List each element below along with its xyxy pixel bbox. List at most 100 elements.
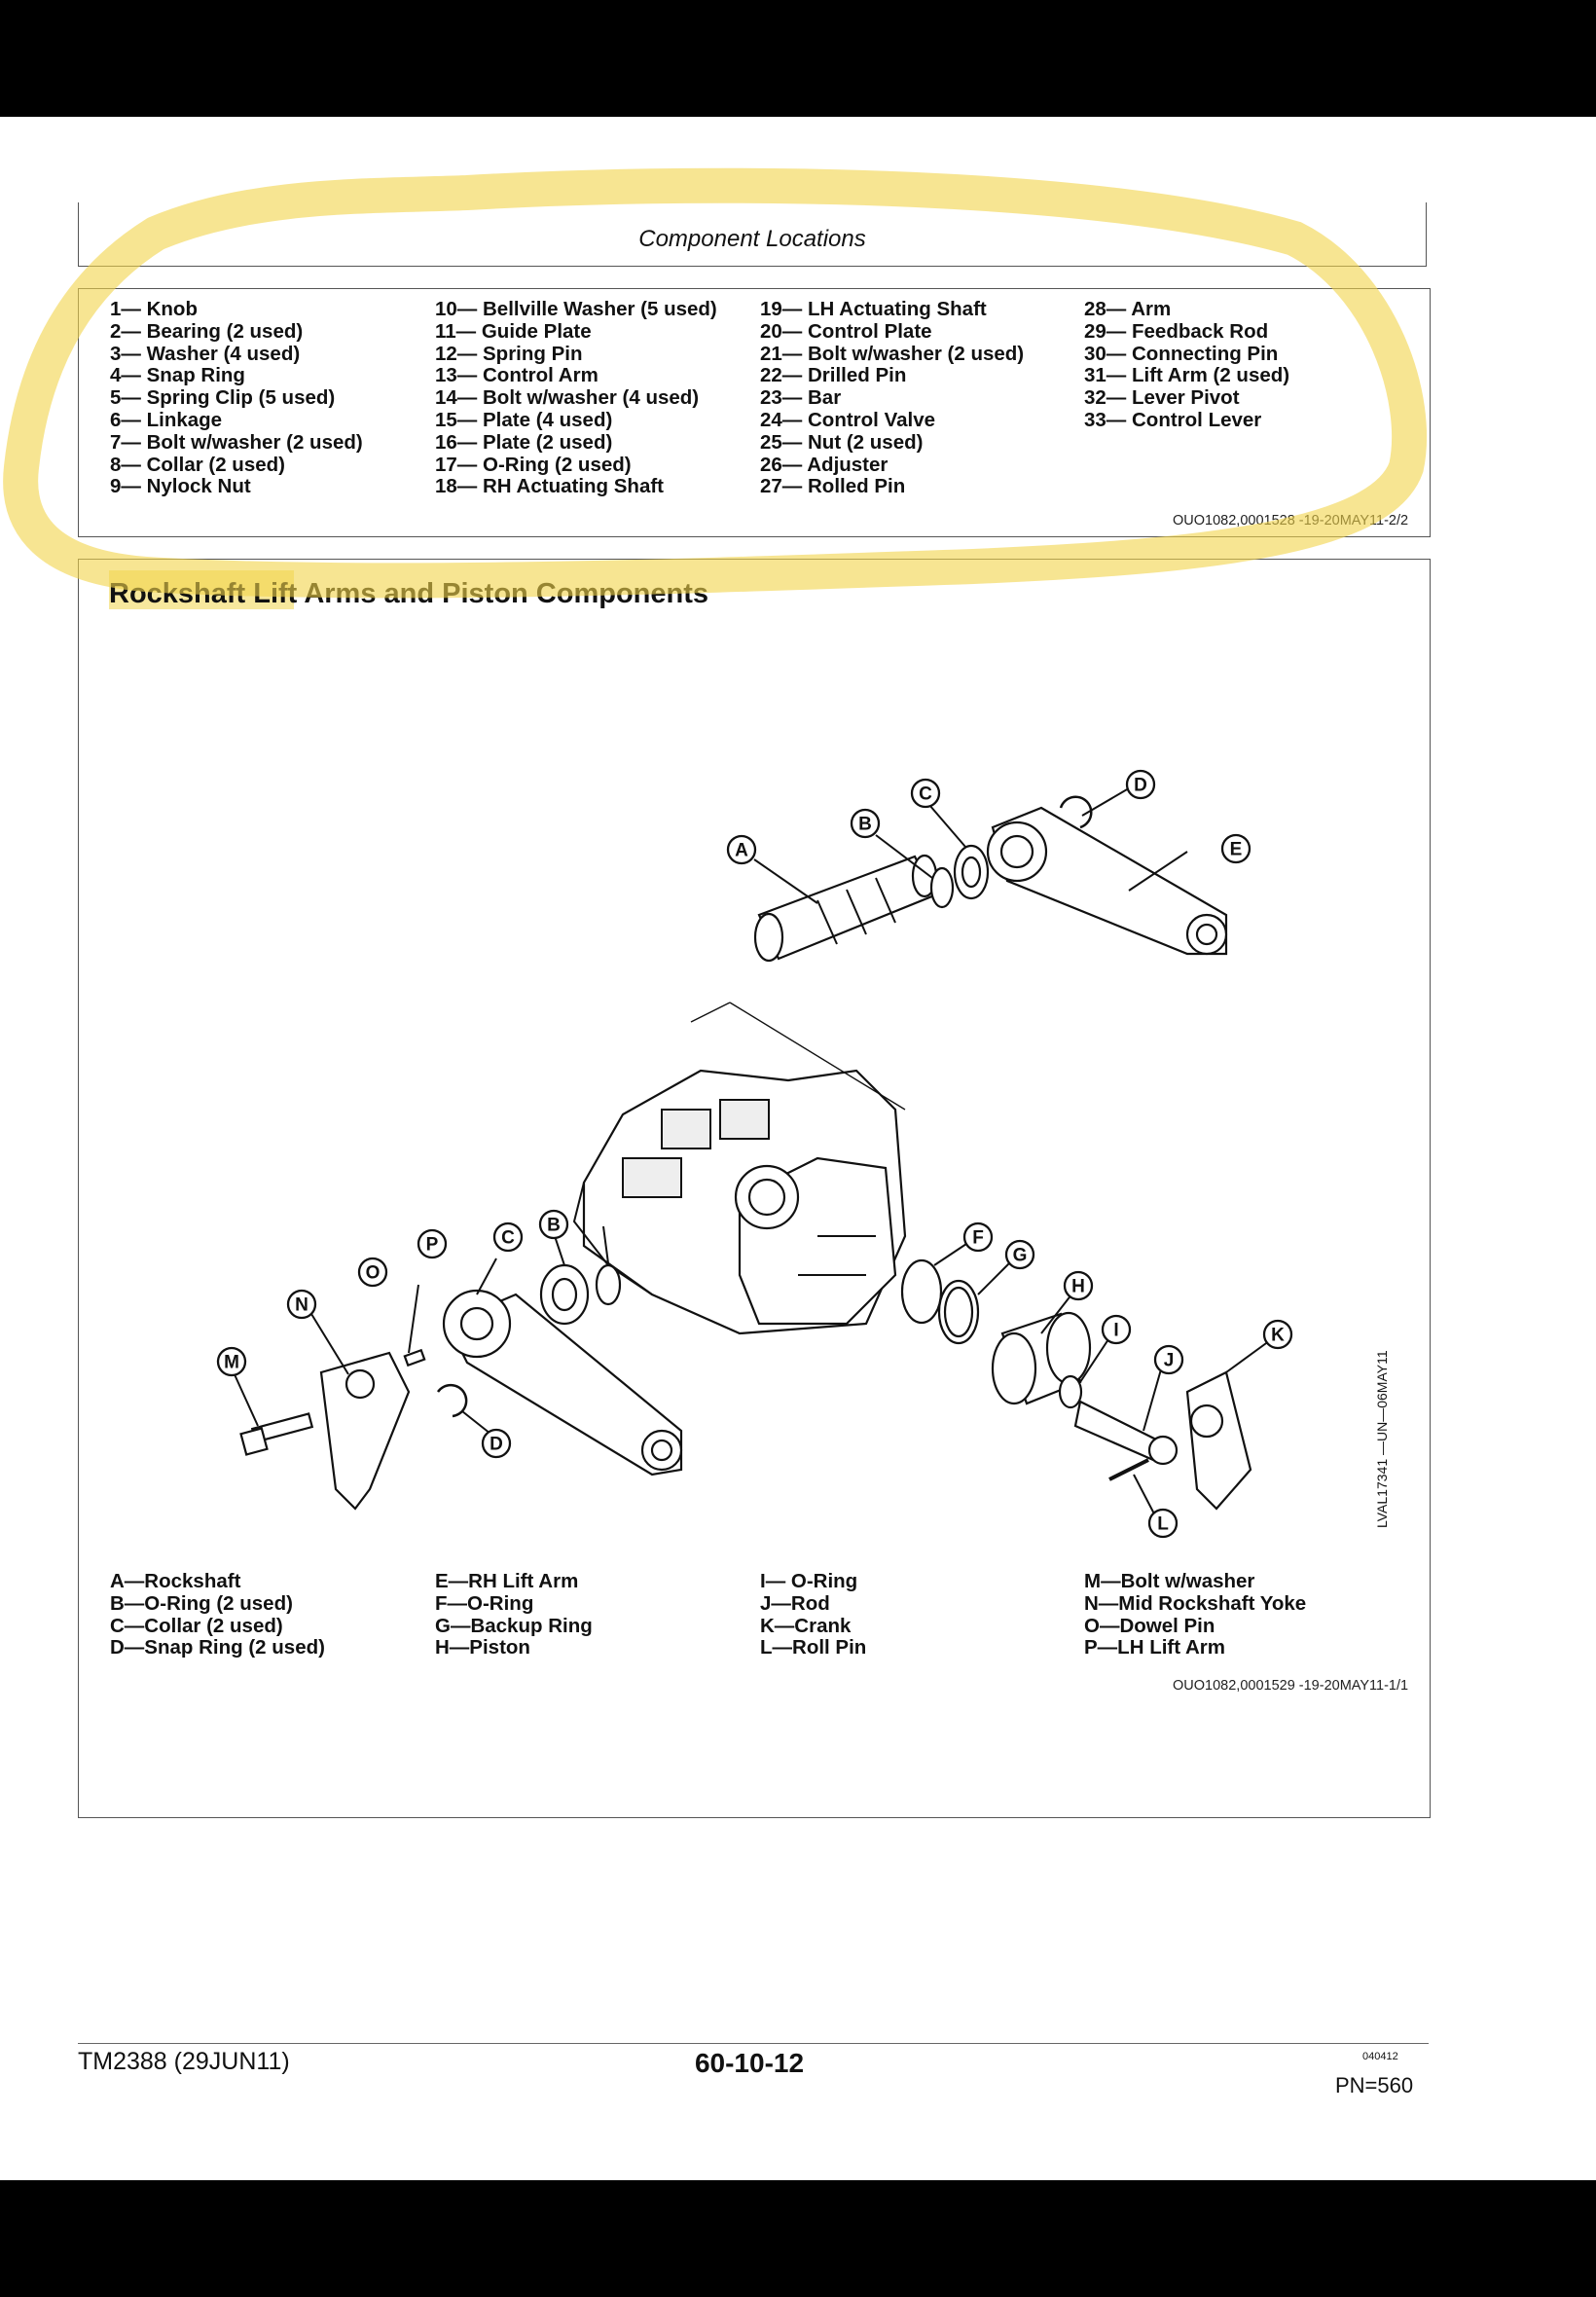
component-legend-column-4: 28— Arm 29— Feedback Rod 30— Connecting … [1084,298,1290,432]
callout-i: I [1101,1314,1132,1345]
legend-item: 12— Spring Pin [435,342,583,365]
rh-lift-arm-part [986,806,1228,956]
rockshaft-legend-column-3: I— O-Ring J—Rod K—Crank L—Roll Pin [760,1570,867,1659]
legend-item: N—Mid Rockshaft Yoke [1084,1591,1307,1615]
snap-ring-part [1059,795,1093,829]
svg-text:H: H [1071,1277,1085,1297]
callout-d: D [481,1428,512,1459]
legend-item: 14— Bolt w/washer (4 used) [435,386,700,410]
figure-identifier: LVAL17341 —UN—06MAY11 [1374,1350,1390,1528]
backup-ring-part-inner [943,1286,974,1338]
legend-item: 2— Bearing (2 used) [110,319,304,343]
collar-part-bore [551,1277,578,1312]
svg-text:L: L [1157,1514,1169,1535]
legend-item: 4— Snap Ring [110,364,245,387]
svg-text:J: J [1164,1351,1175,1371]
legend-item: F—O-Ring [435,1591,534,1615]
legend-item: 13— Control Arm [435,364,598,387]
legend-item: 30— Connecting Pin [1084,342,1279,365]
legend-item: 21— Bolt w/washer (2 used) [760,342,1025,365]
svg-text:C: C [501,1228,515,1249]
svg-text:G: G [1013,1246,1028,1266]
assembly-axis-line [729,1002,906,1111]
legend-item: A—Rockshaft [110,1570,241,1592]
callout-g: G [1004,1239,1035,1270]
component-locations-title: Component Locations [638,226,866,252]
roll-pin-part [1108,1458,1149,1481]
component-locations-reference: OUO1082,0001528 -19-20MAY11-2/2 [1173,513,1409,529]
crank-part [1185,1370,1252,1511]
bolt-part [239,1412,314,1456]
legend-item: J—Rod [760,1591,830,1615]
legend-item: 26— Adjuster [760,453,889,476]
rockshaft-legend-column-4: M—Bolt w/washer N—Mid Rockshaft Yoke O—D… [1084,1570,1307,1659]
legend-item: 29— Feedback Rod [1084,319,1269,343]
legend-item: 19— LH Actuating Shaft [760,298,987,320]
legend-item: B—O-Ring (2 used) [110,1591,293,1615]
hydraulic-housing [572,1069,907,1335]
legend-item: 16— Plate (2 used) [435,430,613,454]
o-ring-part [929,866,955,909]
callout-f: F [962,1221,994,1253]
legend-item: H—Piston [435,1636,530,1659]
legend-item: G—Backup Ring [435,1614,593,1637]
legend-item: C—Collar (2 used) [110,1614,283,1637]
legend-item: P—LH Lift Arm [1084,1636,1226,1659]
callout-n: N [286,1289,317,1320]
document-page: Component Locations 1— Knob 2— Bearing (… [0,117,1596,2180]
dowel-pin-part [403,1348,426,1367]
legend-item: I— O-Ring [760,1570,858,1592]
legend-item: 1— Knob [110,298,198,320]
legend-item: 11— Guide Plate [435,319,592,343]
legend-item: 15— Plate (4 used) [435,408,613,431]
legend-item: 18— RH Actuating Shaft [435,475,665,498]
legend-item: 6— Linkage [110,408,223,431]
callout-l: L [1147,1508,1179,1539]
legend-item: 31— Lift Arm (2 used) [1084,364,1290,387]
callout-b: B [850,808,881,839]
legend-item: 17— O-Ring (2 used) [435,453,632,476]
rockshaft-reference: OUO1082,0001529 -19-20MAY11-1/1 [1173,1678,1409,1694]
svg-text:O: O [366,1263,381,1284]
svg-text:B: B [858,815,872,835]
svg-text:C: C [919,784,932,805]
svg-text:M: M [224,1353,239,1373]
rockshaft-legend-column-1: A—Rockshaft B—O-Ring (2 used) C—Collar (… [110,1570,325,1659]
callout-c: C [910,778,941,809]
o-ring-part [595,1263,622,1306]
legend-item: K—Crank [760,1614,852,1637]
legend-item: 33— Control Lever [1084,408,1262,431]
callout-d: D [1125,769,1156,800]
leader-lines [233,784,1274,1522]
legend-item: L—Roll Pin [760,1636,867,1659]
callout-a: A [726,834,757,865]
component-legend-column-3: 19— LH Actuating Shaft 20— Control Plate… [760,298,1025,498]
rockshaft-exploded-diagram: A B C D E B C D F G H I J K L M N O P [216,769,1293,1539]
legend-item: 5— Spring Clip (5 used) [110,386,336,410]
page-number: PN=560 [1335,2073,1414,2097]
legend-item: 7— Bolt w/washer (2 used) [110,430,363,454]
o-ring-part [1058,1374,1083,1409]
page-section-number: 60-10-12 [694,2048,805,2078]
component-legend-column-1: 1— Knob 2— Bearing (2 used) 3— Washer (4… [110,298,363,498]
collar-part-bore [961,856,982,889]
o-ring-part [900,1258,943,1325]
legend-item: 25— Nut (2 used) [760,430,924,454]
legend-item: 9— Nylock Nut [110,475,251,498]
legend-item: 3— Washer (4 used) [110,342,301,365]
component-legend-column-2: 10— Bellville Washer (5 used) 11— Guide … [435,298,717,498]
rockshaft-legend-column-2: E—RH Lift Arm F—O-Ring G—Backup Ring H—P… [435,1570,593,1659]
legend-item: 32— Lever Pivot [1084,386,1240,410]
legend-item: M—Bolt w/washer [1084,1570,1255,1592]
svg-text:K: K [1271,1326,1285,1346]
legend-item: E—RH Lift Arm [435,1570,579,1592]
snap-ring-part [436,1383,468,1418]
svg-text:A: A [735,841,748,861]
legend-item: 24— Control Valve [760,408,936,431]
footer-divider [78,2043,1429,2044]
legend-item: 28— Arm [1084,298,1172,320]
callout-j: J [1153,1344,1184,1375]
callout-b: B [538,1209,569,1240]
callout-k: K [1262,1319,1293,1350]
svg-text:E: E [1230,840,1243,860]
